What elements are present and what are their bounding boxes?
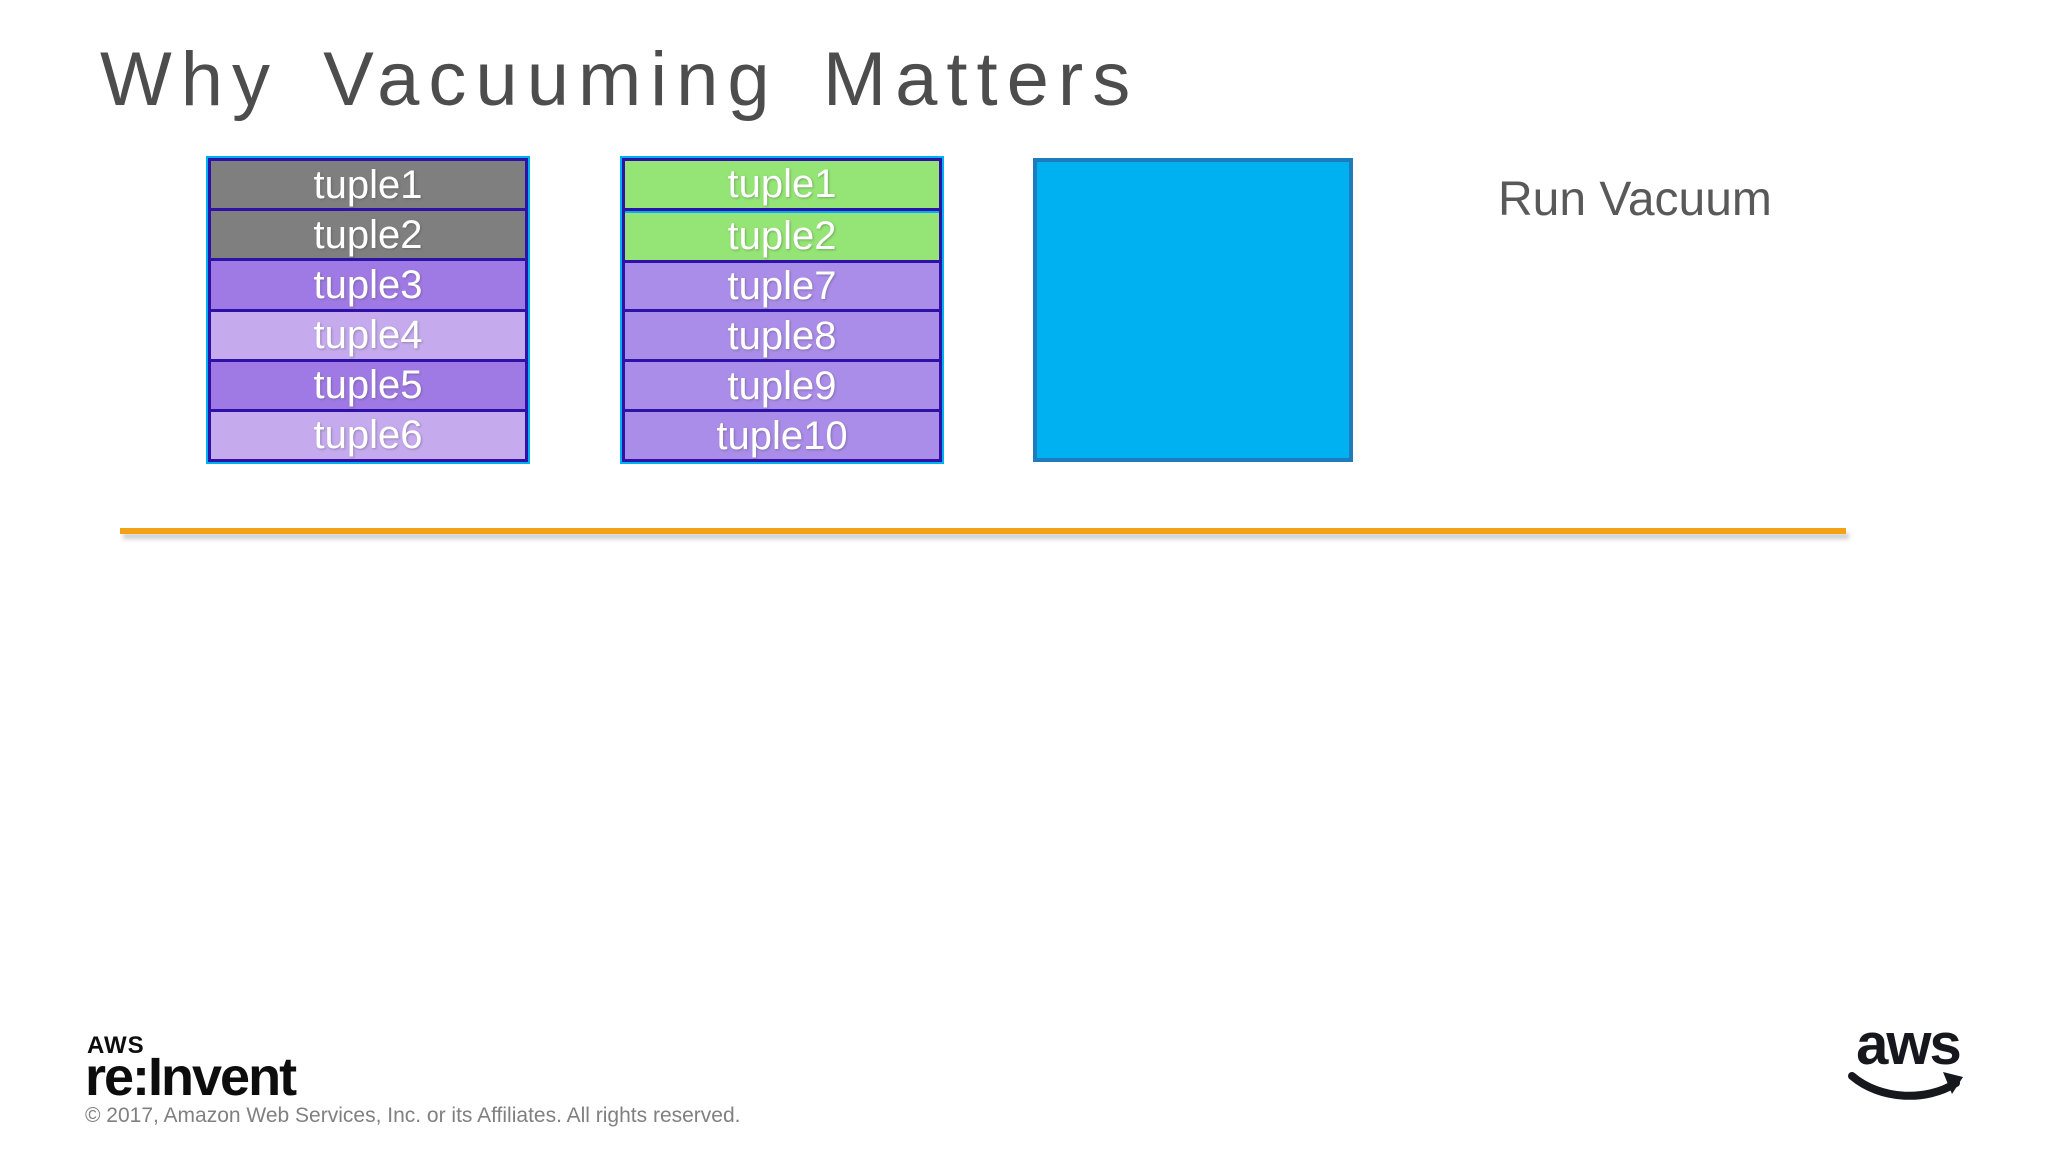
reinvent-wordmark: re:Invent xyxy=(85,1047,297,1107)
tuple-row: tuple9 xyxy=(625,362,939,413)
tuple-row: tuple3 xyxy=(211,261,525,312)
tuple-row: tuple2 xyxy=(625,210,939,263)
tuple-row: tuple6 xyxy=(211,411,525,460)
tuple-row: tuple1 xyxy=(211,161,525,212)
tuple-row: tuple4 xyxy=(211,311,525,362)
aws-smile-icon xyxy=(1848,1072,1963,1100)
empty-page-box xyxy=(1033,158,1353,462)
copyright-text: © 2017, Amazon Web Services, Inc. or its… xyxy=(85,1104,741,1127)
aws-wordmark-small: AWS xyxy=(87,1032,145,1059)
slide-title: Why Vacuuming Matters xyxy=(100,37,1140,122)
reinvent-logo: AWS re:Invent xyxy=(85,1032,297,1107)
tuple-row: tuple5 xyxy=(211,361,525,412)
tuple-row: tuple2 xyxy=(211,211,525,262)
tuple-page-after-vacuum: tuple1 tuple2 tuple7 tuple8 tuple9 tuple… xyxy=(620,156,944,464)
run-vacuum-label: Run Vacuum xyxy=(1498,173,1772,226)
tuple-page-before-vacuum: tuple1 tuple2 tuple3 tuple4 tuple5 tuple… xyxy=(206,156,530,464)
tuple-row: tuple1 xyxy=(625,161,939,211)
tuple-row: tuple7 xyxy=(625,262,939,313)
tuple-row: tuple10 xyxy=(625,412,939,459)
divider-line xyxy=(120,528,1846,534)
tuple-row: tuple8 xyxy=(625,312,939,363)
aws-wordmark: aws xyxy=(1856,1012,1962,1077)
aws-logo: aws xyxy=(1846,1016,1970,1108)
